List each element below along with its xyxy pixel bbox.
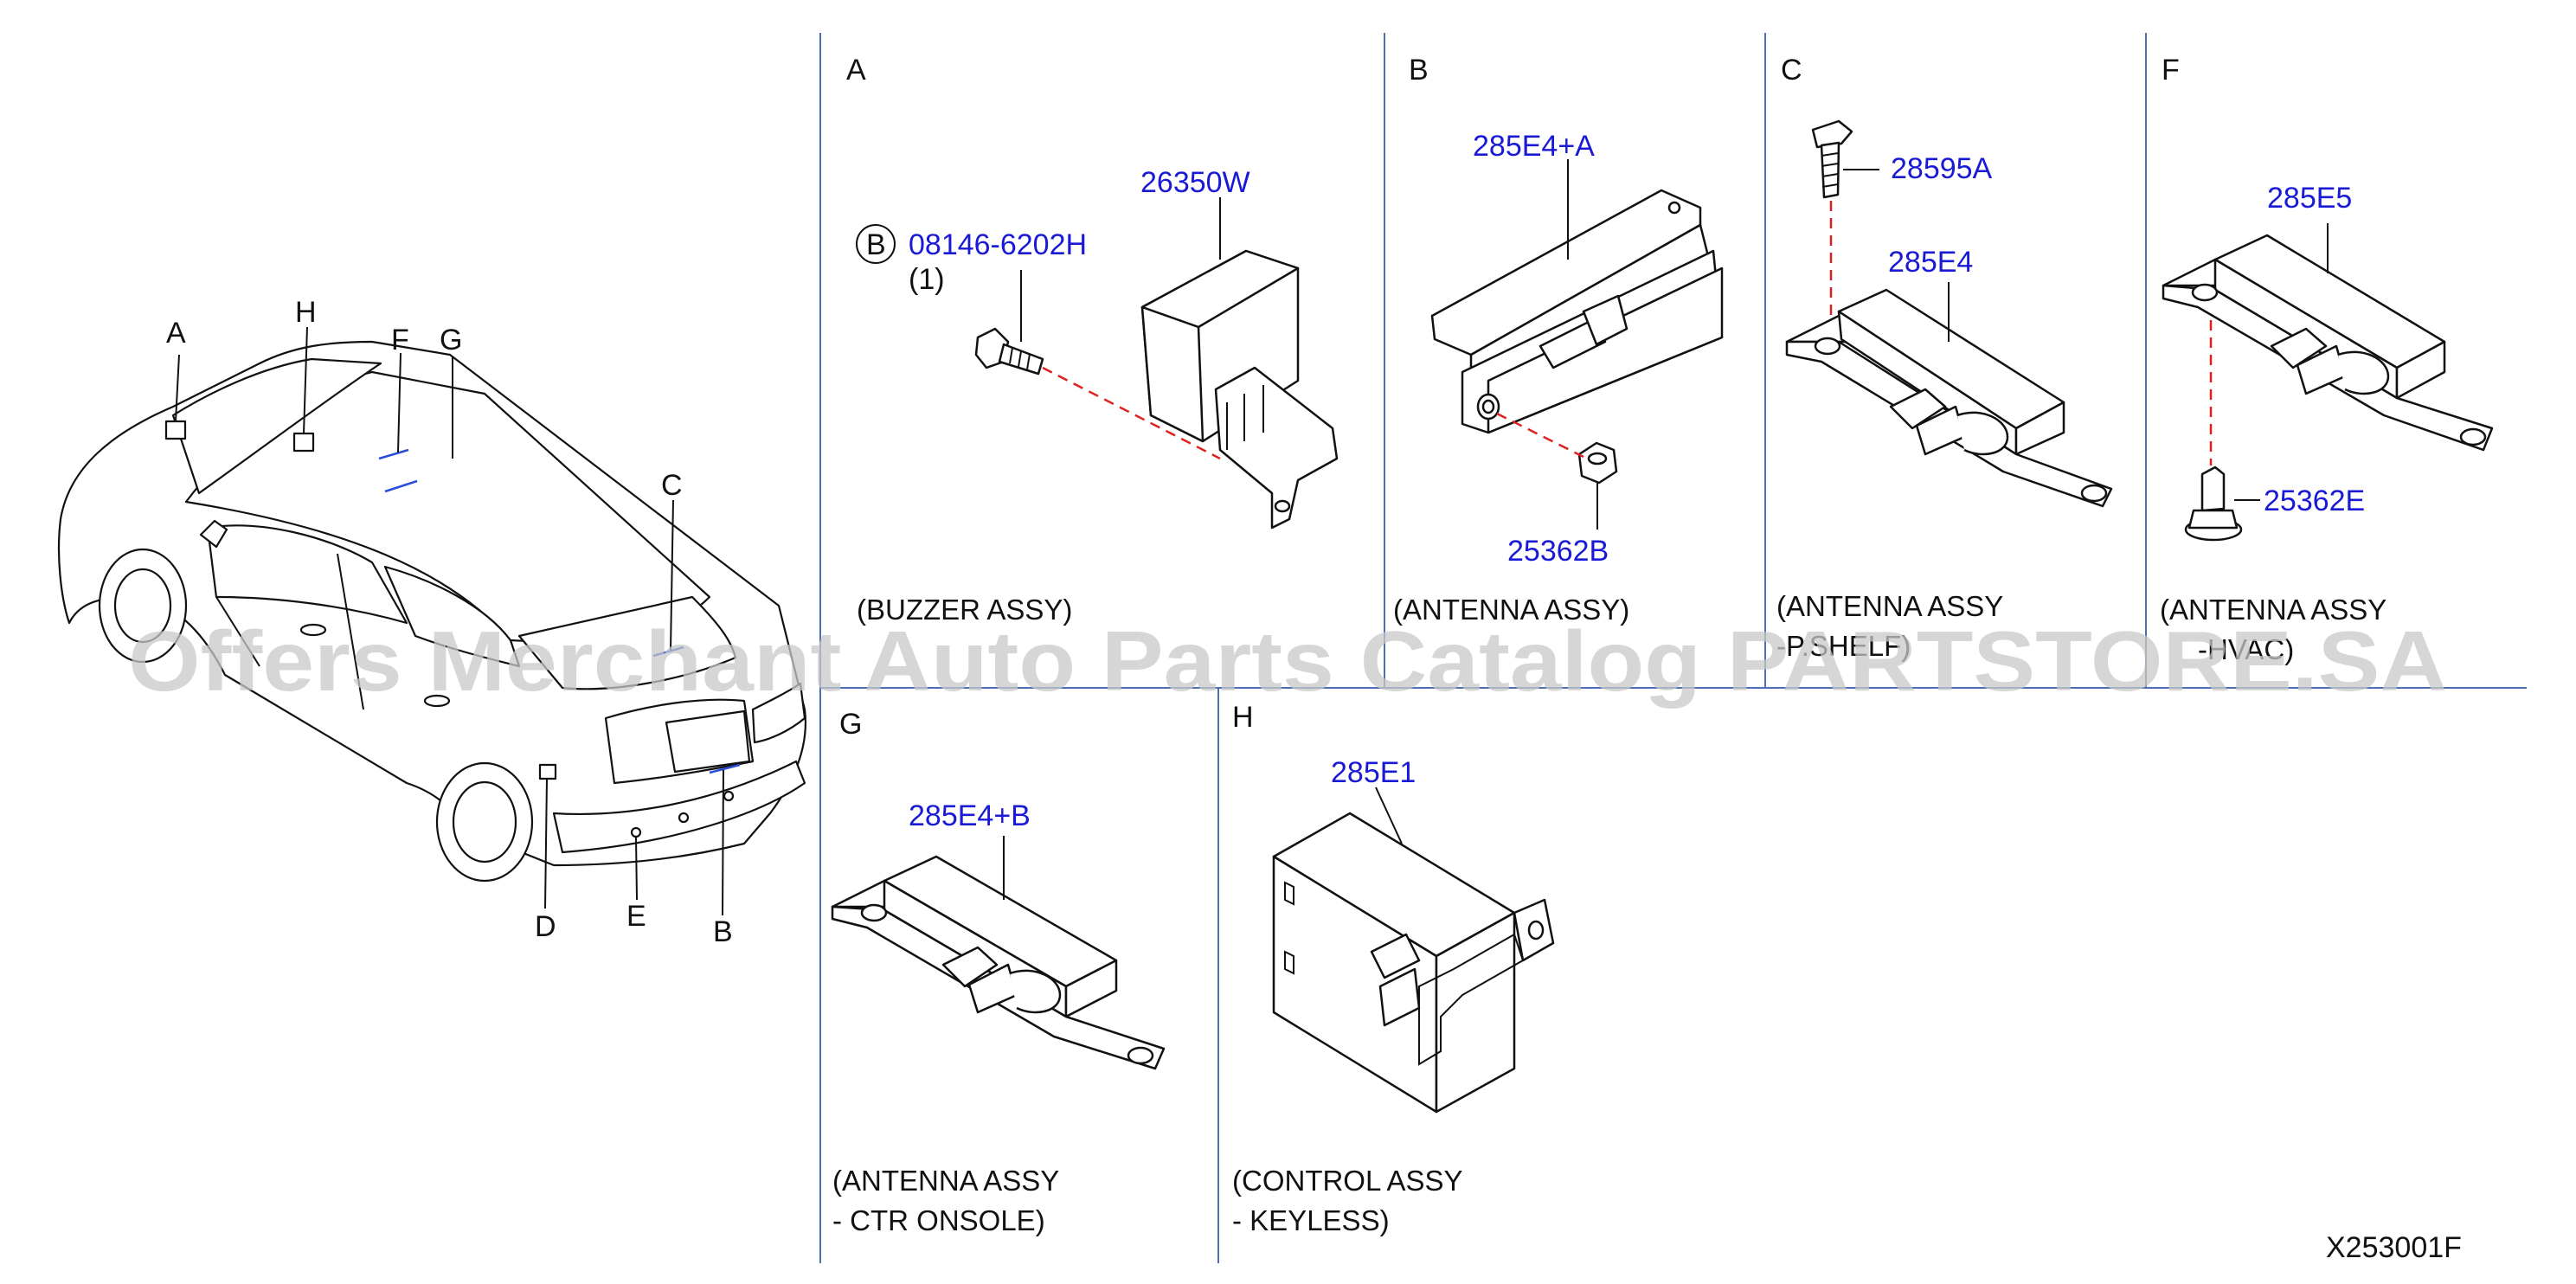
part-number-25362b[interactable]: 25362B	[1507, 535, 1609, 568]
panel-f-caption-line1: (ANTENNA ASSY	[2160, 594, 2386, 626]
car-overview: A H F G C D E B	[57, 296, 806, 948]
part-number-08146-6202h[interactable]: 08146-6202H	[909, 228, 1087, 261]
part-number-285e1[interactable]: 285E1	[1331, 756, 1416, 789]
panel-f-letter: F	[2162, 54, 2180, 87]
part-number-285e4[interactable]: 285E4	[1888, 246, 1973, 279]
car-label-f: F	[391, 324, 409, 356]
part-number-285e4-b[interactable]: 285E4+B	[909, 799, 1031, 832]
part-number-28595a[interactable]: 28595A	[1891, 152, 1993, 185]
bolt-quantity: (1)	[909, 263, 945, 296]
panel-g-caption-line1: (ANTENNA ASSY	[832, 1165, 1059, 1197]
panel-h: H 285E1 (CONTROL ASSY - KEYLESS)	[1232, 701, 1555, 1236]
panel-h-caption-line2: - KEYLESS)	[1232, 1204, 1390, 1236]
panel-c-caption-line1: (ANTENNA ASSY	[1776, 590, 2003, 622]
panel-a-caption: (BUZZER ASSY)	[857, 594, 1072, 626]
panel-c-letter: C	[1781, 54, 1802, 87]
part-number-25362e[interactable]: 25362E	[2264, 485, 2365, 517]
panel-a: A B 26350W 08146-6202H (1) (BUZZER ASSY)	[846, 54, 1339, 626]
panel-dividers	[819, 33, 2527, 1263]
panel-g-caption-line2: - CTR ONSOLE)	[832, 1204, 1045, 1236]
part-number-285e5[interactable]: 285E5	[2267, 182, 2352, 215]
bolt-symbol-letter: B	[866, 228, 886, 261]
car-label-g: G	[440, 324, 462, 356]
watermark: Offers Merchant Auto Parts Catalog PARTS…	[128, 613, 2447, 709]
part-number-26350w[interactable]: 26350W	[1140, 166, 1250, 199]
car-label-b: B	[713, 915, 733, 948]
car-label-c: C	[661, 469, 683, 502]
panel-g-letter: G	[839, 708, 862, 741]
panel-b: B 285E4+A 25362B (ANTENNA ASSY)	[1393, 54, 1724, 626]
bolt-symbol-circle	[856, 224, 896, 264]
panel-a-letter: A	[846, 54, 866, 87]
panel-b-letter: B	[1409, 54, 1429, 87]
car-label-e: E	[626, 900, 646, 933]
car-label-d: D	[535, 910, 556, 943]
panel-c: C 28595A 285E4 (ANTENNA ASSY -P.SHELF)	[1776, 54, 2113, 662]
panel-g: G 285E4+B (ANTENNA ASSY - CTR ONSOLE)	[831, 708, 1166, 1236]
panel-c-caption-line2: -P.SHELF)	[1776, 630, 1911, 662]
part-number-285e4-a[interactable]: 285E4+A	[1473, 130, 1595, 163]
panel-b-caption: (ANTENNA ASSY)	[1393, 594, 1629, 626]
car-label-a: A	[166, 317, 186, 350]
panel-h-caption-line1: (CONTROL ASSY	[1232, 1165, 1463, 1197]
panel-h-letter: H	[1232, 701, 1254, 734]
panel-f: F 285E5 25362E (ANTENNA ASSY -HVAC)	[2160, 54, 2494, 665]
panel-f-caption-line2: -HVAC)	[2198, 633, 2294, 665]
diagram-code: X253001F	[2326, 1231, 2462, 1264]
car-label-h: H	[295, 296, 317, 329]
